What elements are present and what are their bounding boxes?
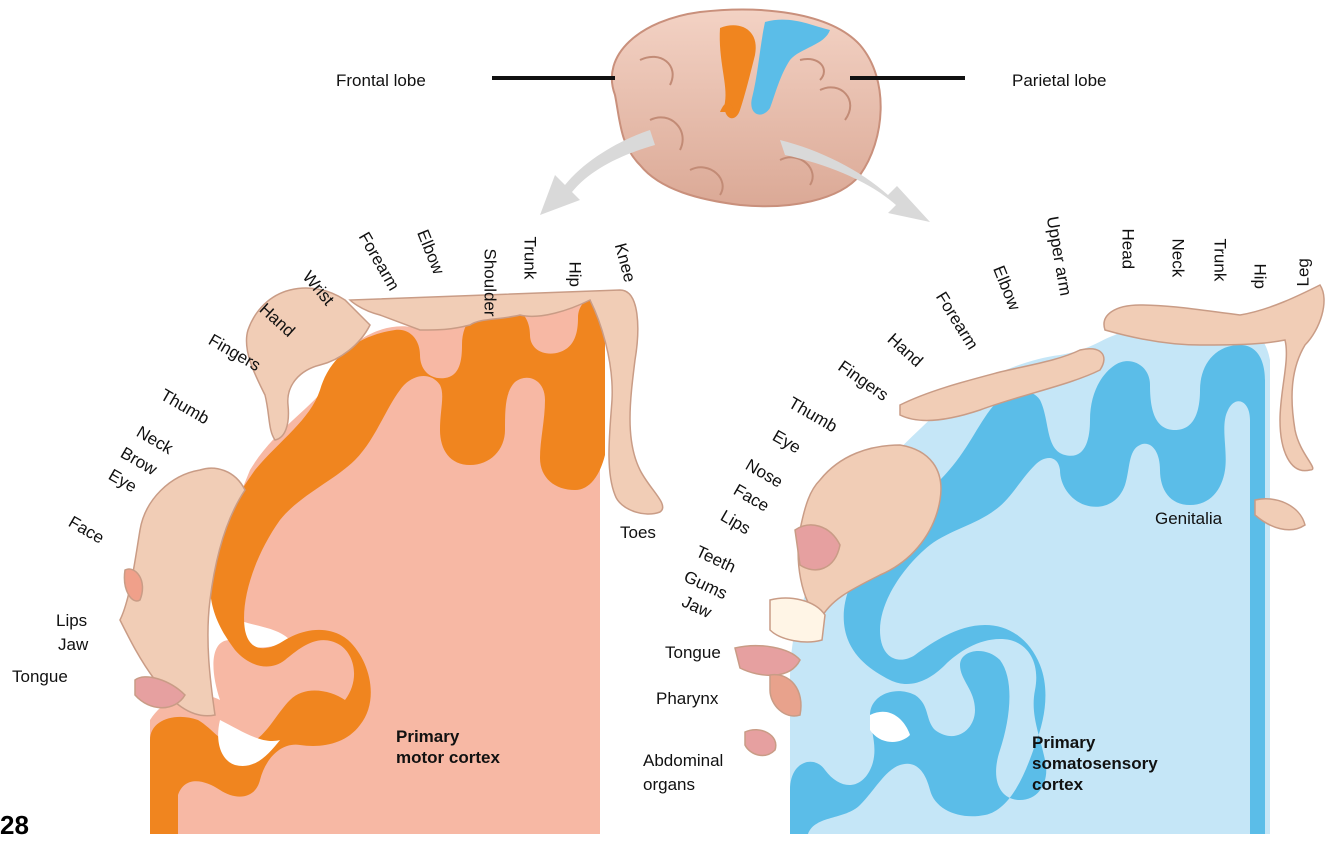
motor-title-line2: motor cortex (396, 747, 500, 768)
motor-label-jaw: Jaw (58, 636, 88, 653)
figure-number: 28 (0, 810, 29, 841)
motor-label-toes: Toes (620, 524, 656, 541)
brain-illustration (612, 10, 881, 207)
frontal-lobe-label: Frontal lobe (336, 72, 426, 89)
motor-label-shoulder: Shoulder (482, 249, 499, 317)
sensory-label-tongue: Tongue (665, 644, 721, 661)
sensory-label-genitalia: Genitalia (1155, 510, 1222, 527)
sensory-title-line2: somatosensory (1032, 753, 1158, 774)
sensory-label-abdominal: Abdominal (643, 752, 723, 769)
sensory-label-hip: Hip (1252, 264, 1269, 290)
motor-cortex-title: Primary motor cortex (396, 726, 500, 768)
parietal-lobe-label: Parietal lobe (1012, 72, 1107, 89)
sensory-label-trunk: Trunk (1212, 239, 1229, 282)
motor-label-trunk: Trunk (522, 237, 539, 280)
sensory-label-neck: Neck (1170, 239, 1187, 278)
motor-title-line1: Primary (396, 726, 500, 747)
sensory-label-pharynx: Pharynx (656, 690, 718, 707)
arrow-left (540, 130, 655, 215)
motor-label-hip: Hip (567, 262, 584, 288)
motor-label-lips: Lips (56, 612, 87, 629)
sensory-cortex-title: Primary somatosensory cortex (1032, 732, 1158, 795)
sensory-title-line1: Primary (1032, 732, 1158, 753)
sensory-label-leg: Leg (1295, 258, 1312, 286)
sensory-title-line3: cortex (1032, 774, 1158, 795)
motor-cortex-section (150, 294, 605, 834)
sensory-label-head: Head (1120, 229, 1137, 270)
sensory-label-organs: organs (643, 776, 695, 793)
motor-label-tongue: Tongue (12, 668, 68, 685)
